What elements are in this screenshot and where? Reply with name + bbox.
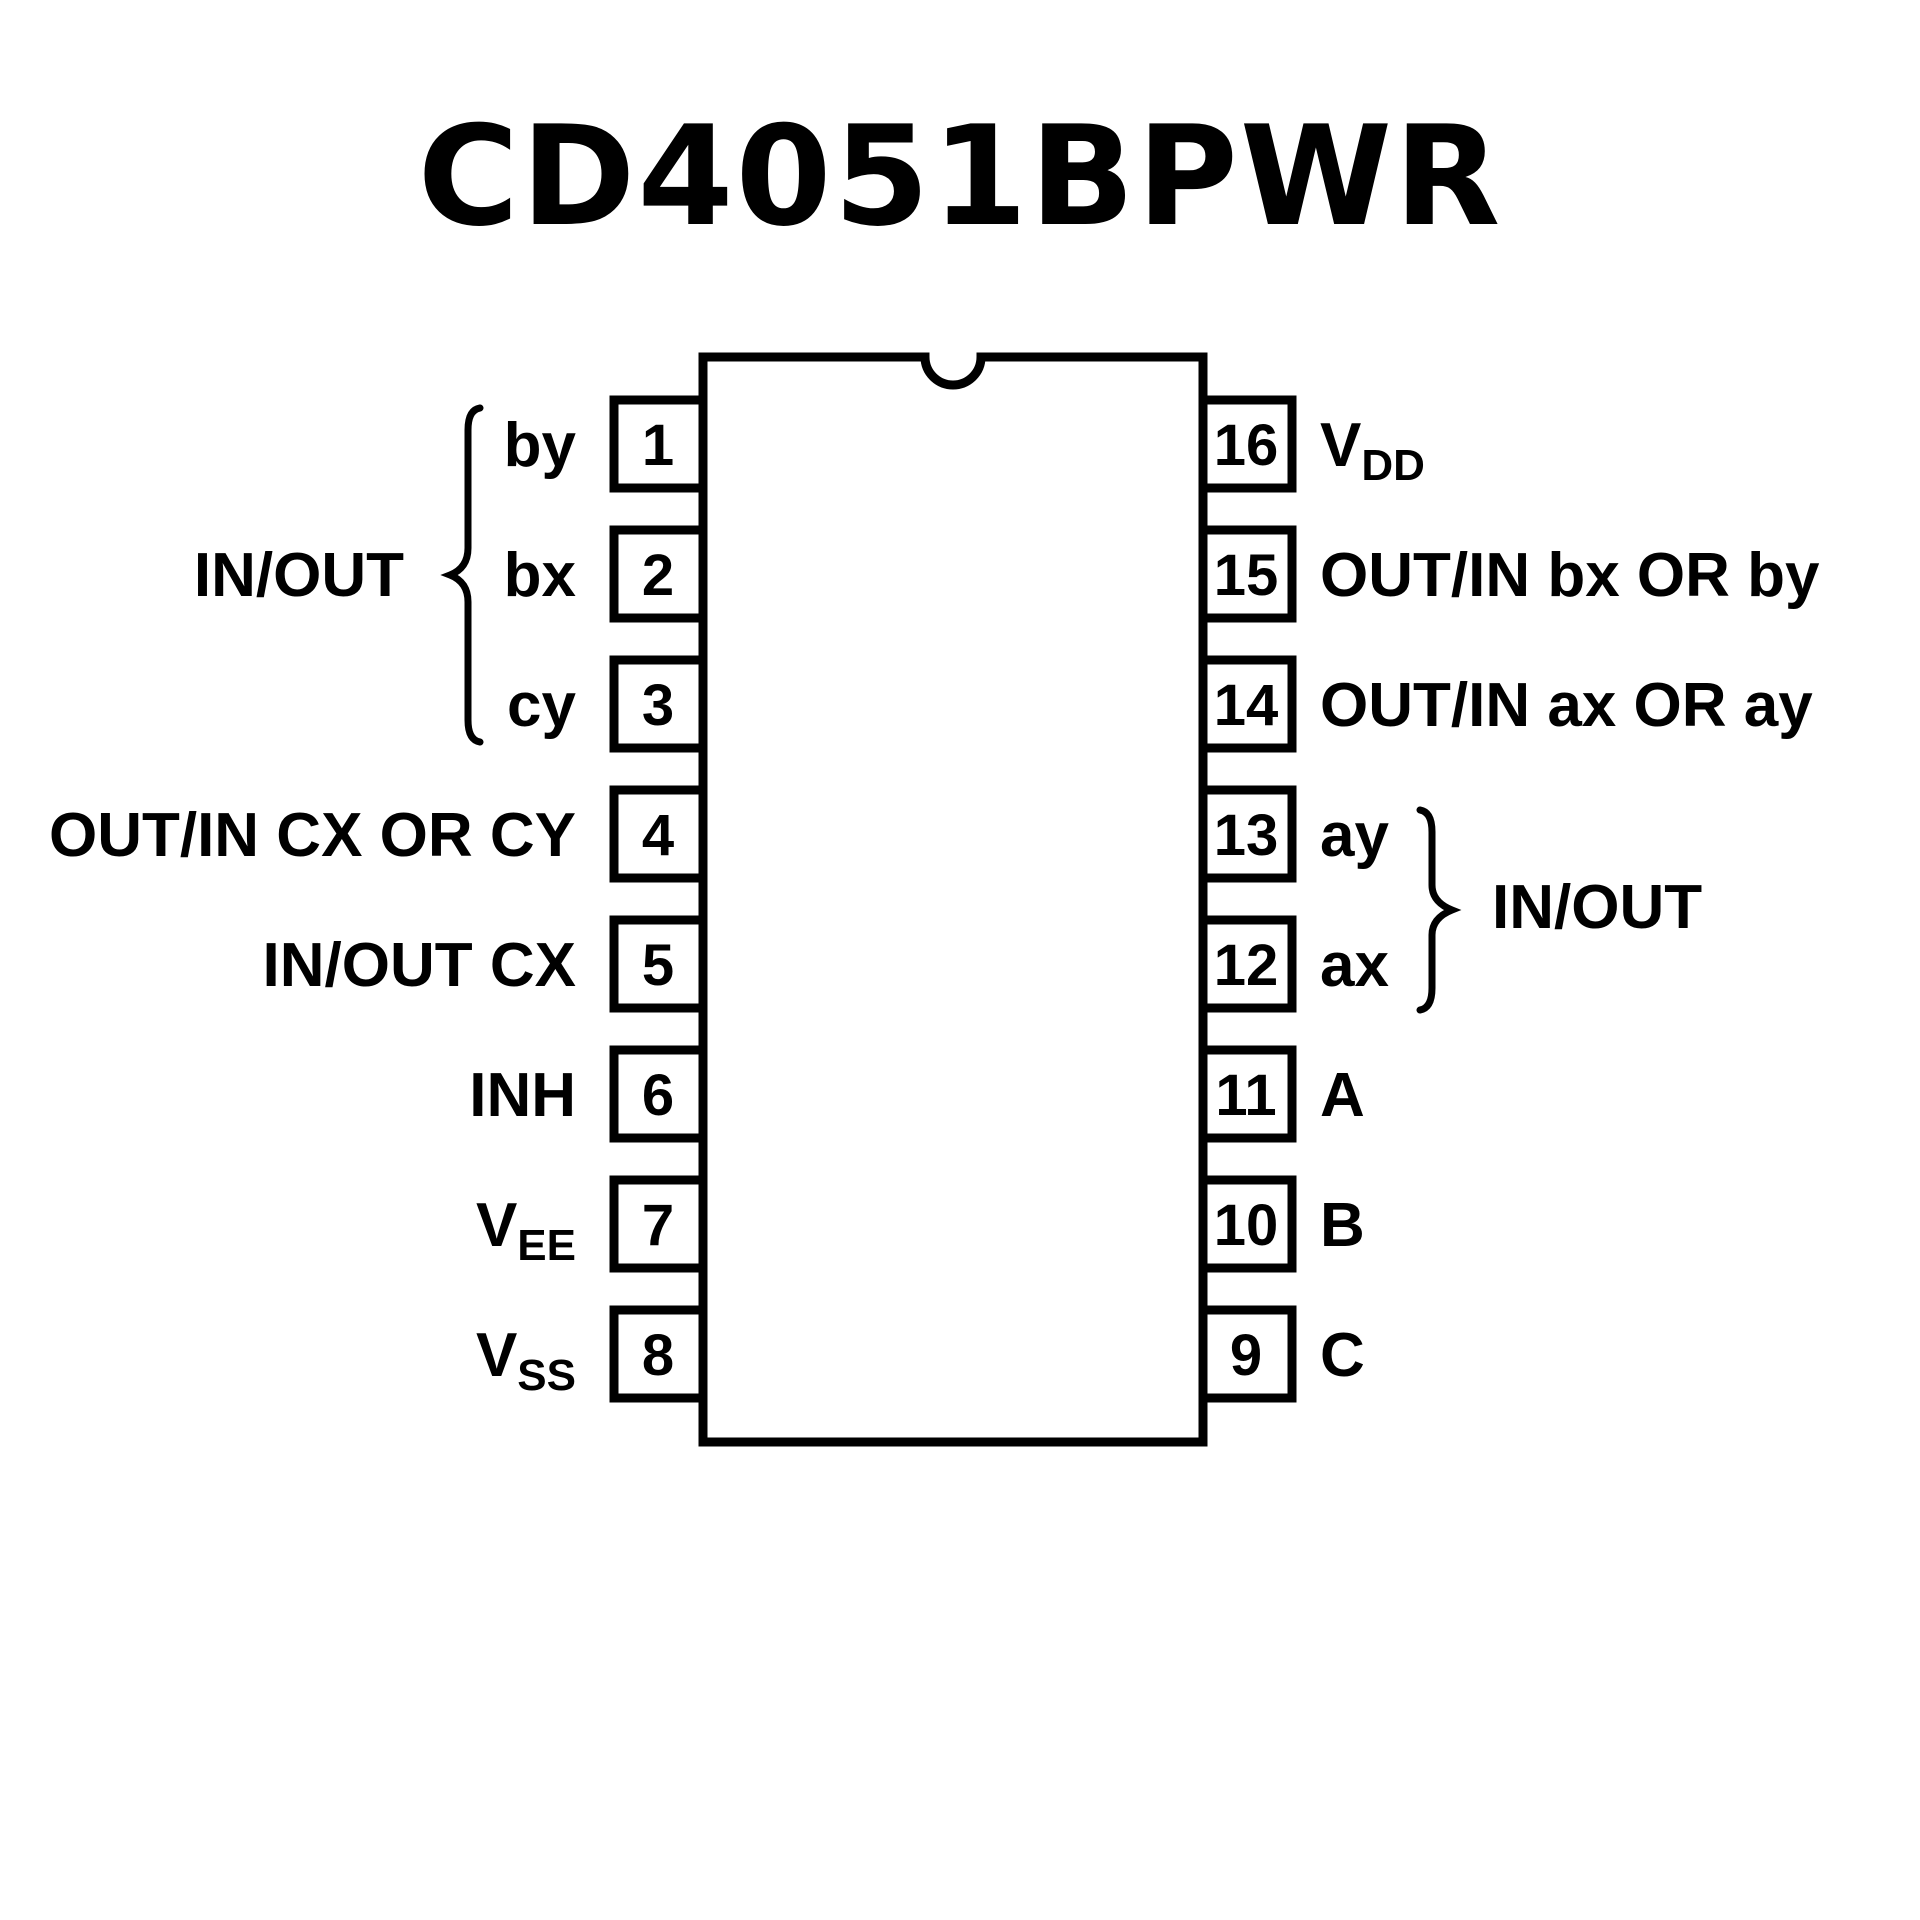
right-group-brace bbox=[1416, 806, 1462, 1014]
pin-number: 6 bbox=[642, 1063, 674, 1128]
pin-label-text: A bbox=[1320, 1061, 1365, 1130]
pin-13: 13 ay bbox=[1198, 785, 1389, 883]
left-pin-label: cy bbox=[507, 671, 576, 740]
left-pin-label: VSS bbox=[476, 1321, 576, 1400]
left-pin-label: by bbox=[504, 411, 577, 480]
pin-number: 7 bbox=[642, 1193, 674, 1258]
pin-number: 11 bbox=[1215, 1063, 1276, 1128]
pin-number: 12 bbox=[1214, 933, 1279, 998]
left-group-brace bbox=[440, 404, 484, 746]
pin-box bbox=[1198, 1175, 1297, 1273]
pin-number: 16 bbox=[1214, 413, 1279, 478]
pin-number: 9 bbox=[1230, 1323, 1262, 1388]
pin-box bbox=[1198, 655, 1297, 753]
pin-number: 4 bbox=[642, 803, 674, 868]
pin-8: 8 VSS bbox=[476, 1305, 708, 1403]
pin-box bbox=[1198, 395, 1297, 493]
pin-16: 16 VDD bbox=[1198, 395, 1425, 493]
left-pin-label: IN/OUT CX bbox=[263, 931, 576, 1000]
pin-number: 14 bbox=[1214, 673, 1279, 738]
right-pin-label: B bbox=[1320, 1191, 1365, 1260]
pin-box bbox=[609, 395, 708, 493]
pin-box bbox=[1198, 1305, 1297, 1403]
left-pin-label: VEE bbox=[476, 1191, 576, 1270]
pin-label-text: ay bbox=[1320, 801, 1389, 870]
pin-box bbox=[609, 1175, 708, 1273]
pin-number: 2 bbox=[642, 543, 674, 608]
right-pin-label: C bbox=[1320, 1321, 1365, 1390]
left-pins: 1 by 2 bx 3 cy 4 OUT/IN CX OR CY 5 IN/OUT CX 6 INH 7… bbox=[49, 395, 708, 1403]
pin-label-text: by bbox=[504, 411, 577, 480]
pin-box bbox=[609, 1045, 708, 1143]
pin-box bbox=[1198, 1045, 1297, 1143]
right-pin-label: ax bbox=[1320, 931, 1389, 1000]
pin-label-text: C bbox=[1320, 1321, 1365, 1390]
pin-11: 11 A bbox=[1198, 1045, 1365, 1143]
chip-body bbox=[698, 352, 1208, 1447]
pin-number: 8 bbox=[642, 1323, 674, 1388]
right-pin-label: OUT/IN ax OR ay bbox=[1320, 671, 1813, 740]
pin-number: 5 bbox=[642, 933, 674, 998]
pin-10: 10 B bbox=[1198, 1175, 1365, 1273]
pin-label-text: OUT/IN ax OR ay bbox=[1320, 671, 1813, 740]
pin-label-text: IN/OUT CX bbox=[263, 931, 576, 1000]
pin-box bbox=[1198, 785, 1297, 883]
pin-14: 14 OUT/IN ax OR ay bbox=[1198, 655, 1813, 753]
pin-label-text: cy bbox=[507, 671, 576, 740]
pin-box bbox=[609, 915, 708, 1013]
pin-box bbox=[609, 525, 708, 623]
pin-box bbox=[1198, 915, 1297, 1013]
pin-label-text: V bbox=[476, 1191, 517, 1260]
pin-label-subscript: DD bbox=[1361, 441, 1425, 490]
pin-number: 15 bbox=[1214, 543, 1279, 608]
pin-1: 1 by bbox=[504, 395, 708, 493]
right-pin-label: OUT/IN bx OR by bbox=[1320, 541, 1820, 610]
pin-label-text: V bbox=[476, 1321, 517, 1390]
pin-15: 15 OUT/IN bx OR by bbox=[1198, 525, 1820, 623]
pin-label-text: B bbox=[1320, 1191, 1365, 1260]
pin-5: 5 IN/OUT CX bbox=[263, 915, 708, 1013]
pin-4: 4 OUT/IN CX OR CY bbox=[49, 785, 708, 883]
pin-box bbox=[609, 1305, 708, 1403]
chip-title: CD4051BPWR bbox=[417, 96, 1503, 257]
pin-label-text: OUT/IN bx OR by bbox=[1320, 541, 1820, 610]
pin-label-text: INH bbox=[469, 1061, 576, 1130]
pin-box bbox=[609, 655, 708, 753]
left-group-label: IN/OUT bbox=[194, 541, 404, 610]
pin-box bbox=[609, 785, 708, 883]
pin-3: 3 cy bbox=[507, 655, 708, 753]
pin-number: 3 bbox=[642, 673, 674, 738]
pin-2: 2 bx bbox=[504, 525, 708, 623]
pin-label-subscript: SS bbox=[517, 1351, 576, 1400]
pin-number: 1 bbox=[642, 413, 674, 478]
pin-7: 7 VEE bbox=[476, 1175, 708, 1273]
right-pin-label: VDD bbox=[1320, 411, 1425, 490]
right-group-label: IN/OUT bbox=[1492, 873, 1702, 942]
pin-label-subscript: EE bbox=[517, 1221, 576, 1270]
pin-number: 10 bbox=[1214, 1193, 1279, 1258]
pin-label-text: V bbox=[1320, 411, 1361, 480]
left-pin-label: OUT/IN CX OR CY bbox=[49, 801, 576, 870]
right-pin-label: ay bbox=[1320, 801, 1389, 870]
pin-label-text: bx bbox=[504, 541, 577, 610]
pin-6: 6 INH bbox=[469, 1045, 708, 1143]
pin-number: 13 bbox=[1214, 803, 1279, 868]
right-pin-label: A bbox=[1320, 1061, 1365, 1130]
pin-box bbox=[1198, 525, 1297, 623]
left-pin-label: INH bbox=[469, 1061, 576, 1130]
pin-label-text: ax bbox=[1320, 931, 1389, 1000]
pin-12: 12 ax bbox=[1198, 915, 1389, 1013]
left-pin-label: bx bbox=[504, 541, 577, 610]
pin-label-text: OUT/IN CX OR CY bbox=[49, 801, 576, 870]
